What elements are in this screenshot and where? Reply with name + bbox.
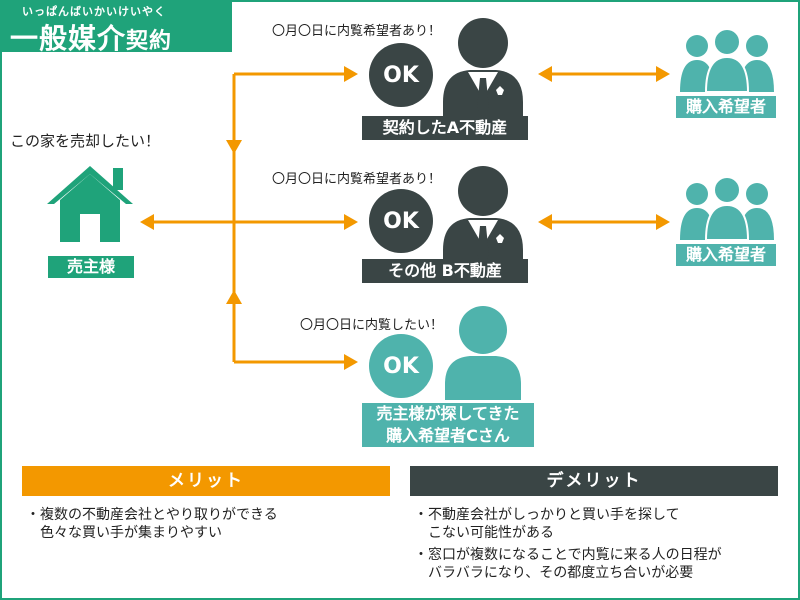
merit-item: ・ 複数の不動産会社とやり取りができる 色々な買い手が集まりやすい (26, 506, 386, 542)
ok-circle: OK (369, 43, 433, 107)
agent-a-note: 〇月〇日に内覧希望者あり！ (272, 24, 442, 39)
arrowhead-b-right (656, 214, 670, 230)
arrowhead-agent-b (344, 214, 358, 230)
arrowhead-up (226, 290, 242, 304)
seller-speech: この家を売却したい！ (10, 132, 161, 150)
title-suffix: 契約 (126, 29, 173, 54)
arrowhead-a-right (656, 66, 670, 82)
group-icon (680, 176, 774, 241)
agent-a-label: 契約したA不動産 (362, 116, 528, 140)
buyer-group-label: 購入希望者 (676, 244, 776, 266)
person-icon (445, 306, 521, 400)
bullet-dot: ・ (414, 507, 428, 523)
demerit-item-line2: バラバラになり、その都度立ち合いが必要 (428, 565, 694, 581)
house-icon (47, 166, 133, 242)
demerit-item: ・ 不動産会社がしっかりと買い手を探して こない可能性がある (414, 506, 784, 542)
demerit-item-line1: 窓口が複数になることで内覧に来る人の日程が (428, 547, 722, 563)
bullet-dot: ・ (414, 547, 428, 563)
buyer-c-label-line2: 購入希望者Cさん (386, 426, 510, 445)
page-title: 一般媒介契約 (10, 17, 172, 57)
demerit-item-line2: こない可能性がある (428, 525, 554, 541)
ok-circle: OK (369, 189, 433, 253)
demerit-item: ・ 窓口が複数になることで内覧に来る人の日程が バラバラになり、その都度立ち合い… (414, 546, 794, 582)
title-main-text: 一般媒介 (10, 22, 127, 55)
demerit-item-line1: 不動産会社がしっかりと買い手を探して (428, 507, 680, 523)
agent-b-label: その他 B不動産 (362, 259, 528, 283)
title-ruby: いっぱんばいかいけいやく (22, 5, 166, 18)
arrowhead-agent-a (344, 66, 358, 82)
arrowhead-buyer-c (344, 354, 358, 370)
buyer-c-note: 〇月〇日に内覧したい！ (300, 318, 444, 333)
merit-item-line1: 複数の不動産会社とやり取りができる (40, 507, 278, 523)
group-icon (680, 28, 774, 93)
ok-circle: OK (369, 334, 433, 398)
seller-label: 売主様 (48, 256, 134, 278)
arrowhead-b-left (538, 214, 552, 230)
buyer-c-label: 売主様が探してきた 購入希望者Cさん (362, 403, 534, 447)
agent-b-note: 〇月〇日に内覧希望者あり！ (272, 172, 442, 187)
buyer-c-label-line1: 売主様が探してきた (376, 404, 520, 423)
merit-heading: メリット (22, 466, 390, 496)
bullet-dot: ・ (26, 507, 40, 523)
title-banner: いっぱんばいかいけいやく 一般媒介契約 (0, 0, 232, 55)
buyer-group-label: 購入希望者 (676, 96, 776, 118)
arrowhead-a-left (538, 66, 552, 82)
arrowhead-down (226, 140, 242, 154)
businessman-icon (443, 166, 523, 266)
demerit-heading: デメリット (410, 466, 778, 496)
merit-item-line2: 色々な買い手が集まりやすい (40, 525, 222, 541)
arrowhead-seller (140, 214, 154, 230)
